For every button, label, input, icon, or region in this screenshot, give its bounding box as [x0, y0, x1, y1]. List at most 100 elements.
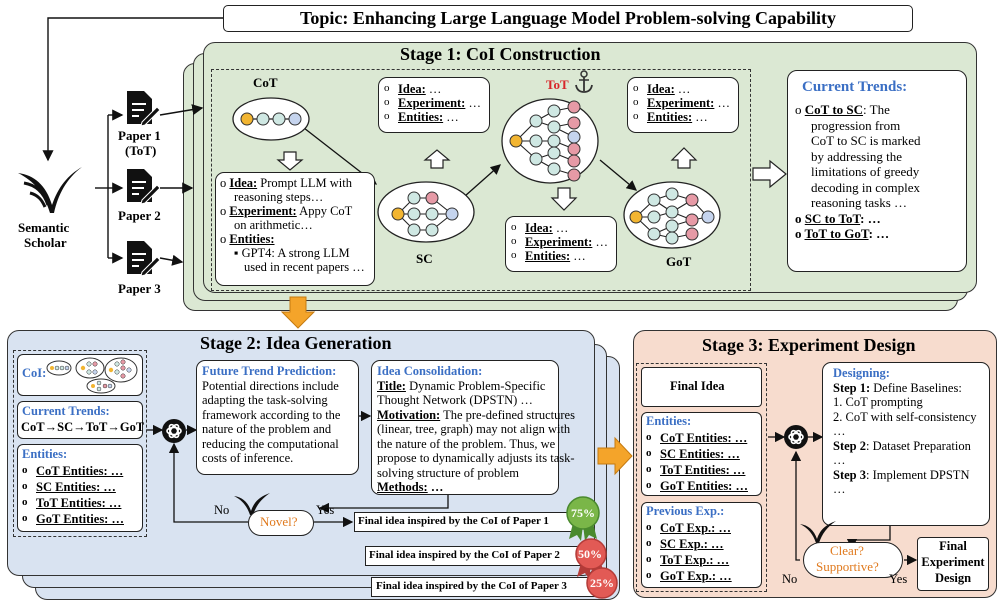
sc-ent-label: Entities: — [398, 110, 444, 124]
novel-no: No — [214, 503, 230, 517]
stage3-entities-label: Entities: — [646, 414, 692, 428]
source-label-2: Scholar — [24, 235, 67, 250]
topic-title: Topic: Enhancing Large Language Model Pr… — [299, 8, 837, 28]
cot-ent-item: GPT4: A strong LLM — [241, 246, 350, 260]
award-badge-icon — [566, 496, 600, 541]
badge-pct-1: 75% — [571, 506, 595, 520]
stage2-trends-card — [17, 401, 143, 439]
stage2-title: Stage 2: Idea Generation — [200, 333, 392, 353]
prev-exp-sc: SC Exp.: … — [660, 537, 724, 551]
paper-1-sub: (ToT) — [125, 143, 157, 158]
coi-region — [211, 69, 751, 291]
trend-sc-tot: SC to ToT — [804, 210, 861, 226]
trend-tot-got: ToT to GoT — [804, 226, 869, 241]
got-ent-label: Entities: — [647, 110, 693, 124]
future-trend-card — [196, 360, 359, 475]
novel-yes: Yes — [316, 503, 335, 517]
tot-ent-label: Entities: — [525, 249, 571, 263]
stage2-trends-label: Current Trends: — [22, 404, 110, 418]
tot-idea-label: Idea: — [525, 221, 553, 235]
prev-exp-got: GoT Exp.: … — [660, 569, 732, 583]
motivation-label: Motivation: — [377, 407, 441, 422]
topic-bar — [223, 5, 913, 32]
stage1-title: Stage 1: CoI Construction — [400, 44, 601, 64]
supportive-label: Supportive? — [816, 559, 879, 574]
cot-ent-label: Entities: — [229, 232, 275, 246]
paper-2-label: Paper 2 — [118, 208, 161, 223]
novel-decision — [248, 510, 314, 536]
tot-label: ToT — [546, 77, 569, 92]
document-edit-icon — [127, 169, 160, 205]
document-edit-icon — [127, 91, 160, 127]
cot-exp-text2: on arithmetic… — [234, 218, 313, 232]
novel-label: Novel? — [260, 514, 298, 529]
clear-supportive-decision — [803, 542, 903, 578]
stage3-entity-got: GoT Entities: … — [660, 479, 748, 493]
methods-label: Methods: — [377, 480, 428, 494]
cot-idea-text: Prompt LLM with — [257, 176, 352, 190]
prev-exp-tot: ToT Exp.: … — [660, 553, 730, 567]
trends-title: Current Trends: — [802, 79, 908, 95]
step2-label: Step 2 — [833, 438, 866, 453]
badge-pct-3: 25% — [590, 576, 614, 590]
cot-idea-label: Idea: — [229, 176, 258, 190]
cot-ent-item2: used in recent papers … — [244, 260, 365, 274]
coi-thumbnails — [46, 357, 138, 394]
stage3-title: Stage 3: Experiment Design — [702, 335, 916, 355]
stage2-entity-cot: CoT Entities: … — [36, 464, 124, 478]
sc-idea-label: Idea: — [398, 82, 426, 96]
clear-label: Clear? — [830, 543, 864, 558]
stage3-entity-tot: ToT Entities: … — [660, 463, 746, 477]
anchor-icon — [575, 70, 593, 93]
tot-graph — [501, 98, 599, 184]
final-experiment-design — [917, 537, 989, 591]
final-idea-label: Final Idea — [670, 379, 725, 393]
got-idea-label: Idea: — [647, 82, 675, 96]
clear-no: No — [782, 572, 798, 586]
final-idea-2: Final idea inspired by the CoI of Paper … — [369, 549, 560, 561]
paper-1-label: Paper 1 — [118, 128, 161, 143]
stage2-entities-label: Entities: — [22, 447, 68, 461]
tot-exp-label: Experiment: — [525, 235, 593, 249]
final-design-line2: Experiment — [921, 555, 985, 569]
final-idea-card — [641, 367, 762, 407]
trend-cot-sc: CoT to SC — [804, 102, 864, 117]
badge-pct-2: 50% — [578, 547, 602, 561]
semantic-scholar-logo-icon — [18, 167, 82, 213]
designing-card — [822, 362, 990, 526]
designing-title: Designing: — [833, 366, 890, 380]
idea-title-label: Title: — [377, 378, 406, 393]
stage2-entity-tot: ToT Entities: … — [36, 496, 122, 510]
cot-detail-card — [215, 172, 375, 286]
got-label: GoT — [666, 254, 692, 269]
cot-idea-text2: reasoning steps… — [234, 190, 324, 204]
coi-label: CoI: — [22, 366, 47, 380]
stage3-entity-sc: SC Entities: … — [660, 447, 740, 461]
cot-label: CoT — [253, 75, 278, 90]
got-exp-label: Experiment: — [647, 96, 715, 110]
future-trend-title: Future Trend Prediction: — [202, 364, 337, 378]
final-idea-3: Final idea inspired by the CoI of Paper … — [376, 580, 567, 592]
final-design-line3: Design — [934, 571, 972, 585]
prev-exp-cot: CoT Exp.: … — [660, 521, 731, 535]
semantic-scholar-logo-icon — [800, 521, 836, 543]
consolidation-title: Idea Consolidation: — [377, 364, 483, 378]
stage3-entity-cot: CoT Entities: … — [660, 431, 748, 445]
award-badge-icon — [586, 567, 618, 599]
paper-3-label: Paper 3 — [118, 281, 161, 296]
step1-label: Step 1: — [833, 380, 871, 395]
final-design-line1: Final — [939, 539, 967, 553]
llm-agent-icon — [784, 425, 808, 449]
step3-label: Step 3 — [833, 467, 866, 482]
stage2-entity-sc: SC Entities: … — [36, 480, 116, 494]
semantic-scholar-logo-icon — [234, 493, 270, 515]
sc-graph — [377, 181, 475, 243]
stage2-trends-chain: CoT→SC→ToT→GoT — [21, 420, 145, 434]
clear-yes: Yes — [889, 572, 908, 586]
sc-exp-label: Experiment: — [398, 96, 466, 110]
cot-exp-label: Experiment: — [229, 204, 297, 218]
award-badge-icon — [575, 538, 607, 579]
stage2-input-region — [13, 350, 147, 537]
idea-consolidation-card — [371, 360, 559, 495]
cot-graph — [232, 97, 310, 141]
